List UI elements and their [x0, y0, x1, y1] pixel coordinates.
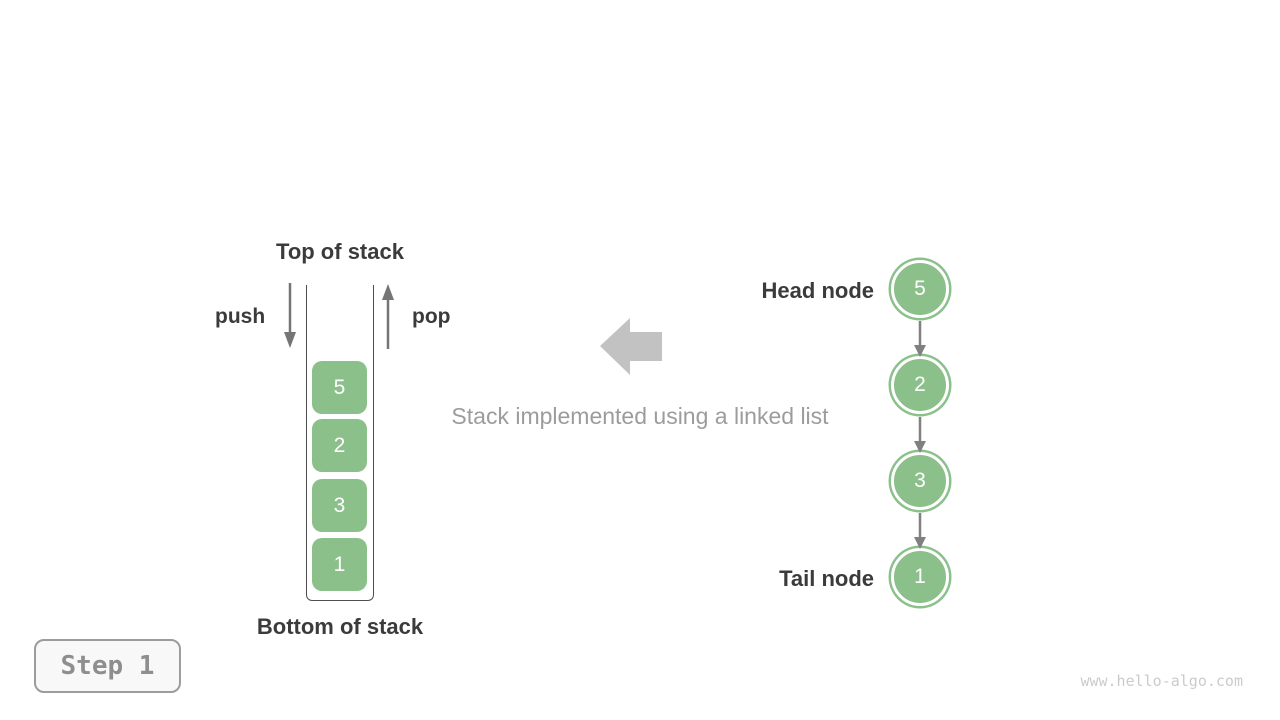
linked-list-node: 3 [891, 452, 949, 510]
stack-top-label: Top of stack [276, 239, 404, 264]
stack-container [306, 285, 374, 601]
node-link-arrow-icon [912, 321, 928, 363]
pop-label: pop [412, 305, 451, 328]
pop-up-arrow-icon [381, 282, 395, 355]
head-node-label: Head node [761, 278, 874, 303]
watermark: www.hello-algo.com [1080, 672, 1243, 690]
tail-node-label: Tail node [779, 566, 874, 591]
linked-list-node: 1 [891, 548, 949, 606]
step-badge: Step 1 [34, 639, 181, 693]
push-label: push [215, 305, 266, 328]
push-down-arrow-icon [283, 282, 297, 355]
figure-caption: Stack implemented using a linked list [451, 403, 829, 429]
stack-bottom-label: Bottom of stack [256, 614, 424, 639]
node-link-arrow-icon [912, 513, 928, 555]
linked-list-node: 5 [891, 260, 949, 318]
stack-item: 5 [312, 361, 367, 414]
stack-item: 1 [312, 538, 367, 591]
stack-item: 3 [312, 479, 367, 532]
linked-list-node: 2 [891, 356, 949, 414]
left-block-arrow-icon [600, 318, 662, 380]
stack-item: 2 [312, 419, 367, 472]
node-link-arrow-icon [912, 417, 928, 459]
